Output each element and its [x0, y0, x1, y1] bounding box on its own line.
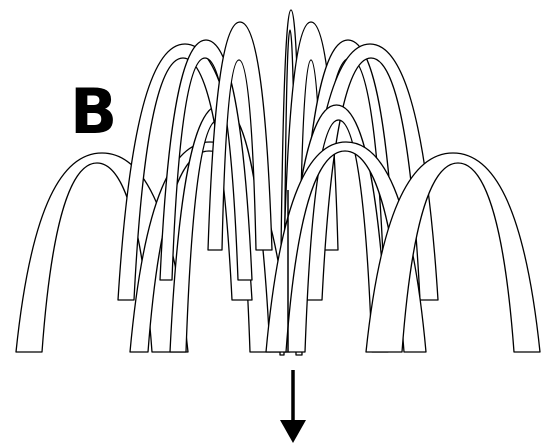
arch-peak-left	[207, 21, 273, 251]
arch-outer-right	[365, 152, 541, 353]
arch-outer-left	[15, 152, 189, 353]
arch-group	[15, 9, 541, 356]
down-arrow-icon	[280, 370, 306, 443]
arch-mid-right	[265, 141, 427, 353]
panel-label: B	[70, 75, 117, 148]
